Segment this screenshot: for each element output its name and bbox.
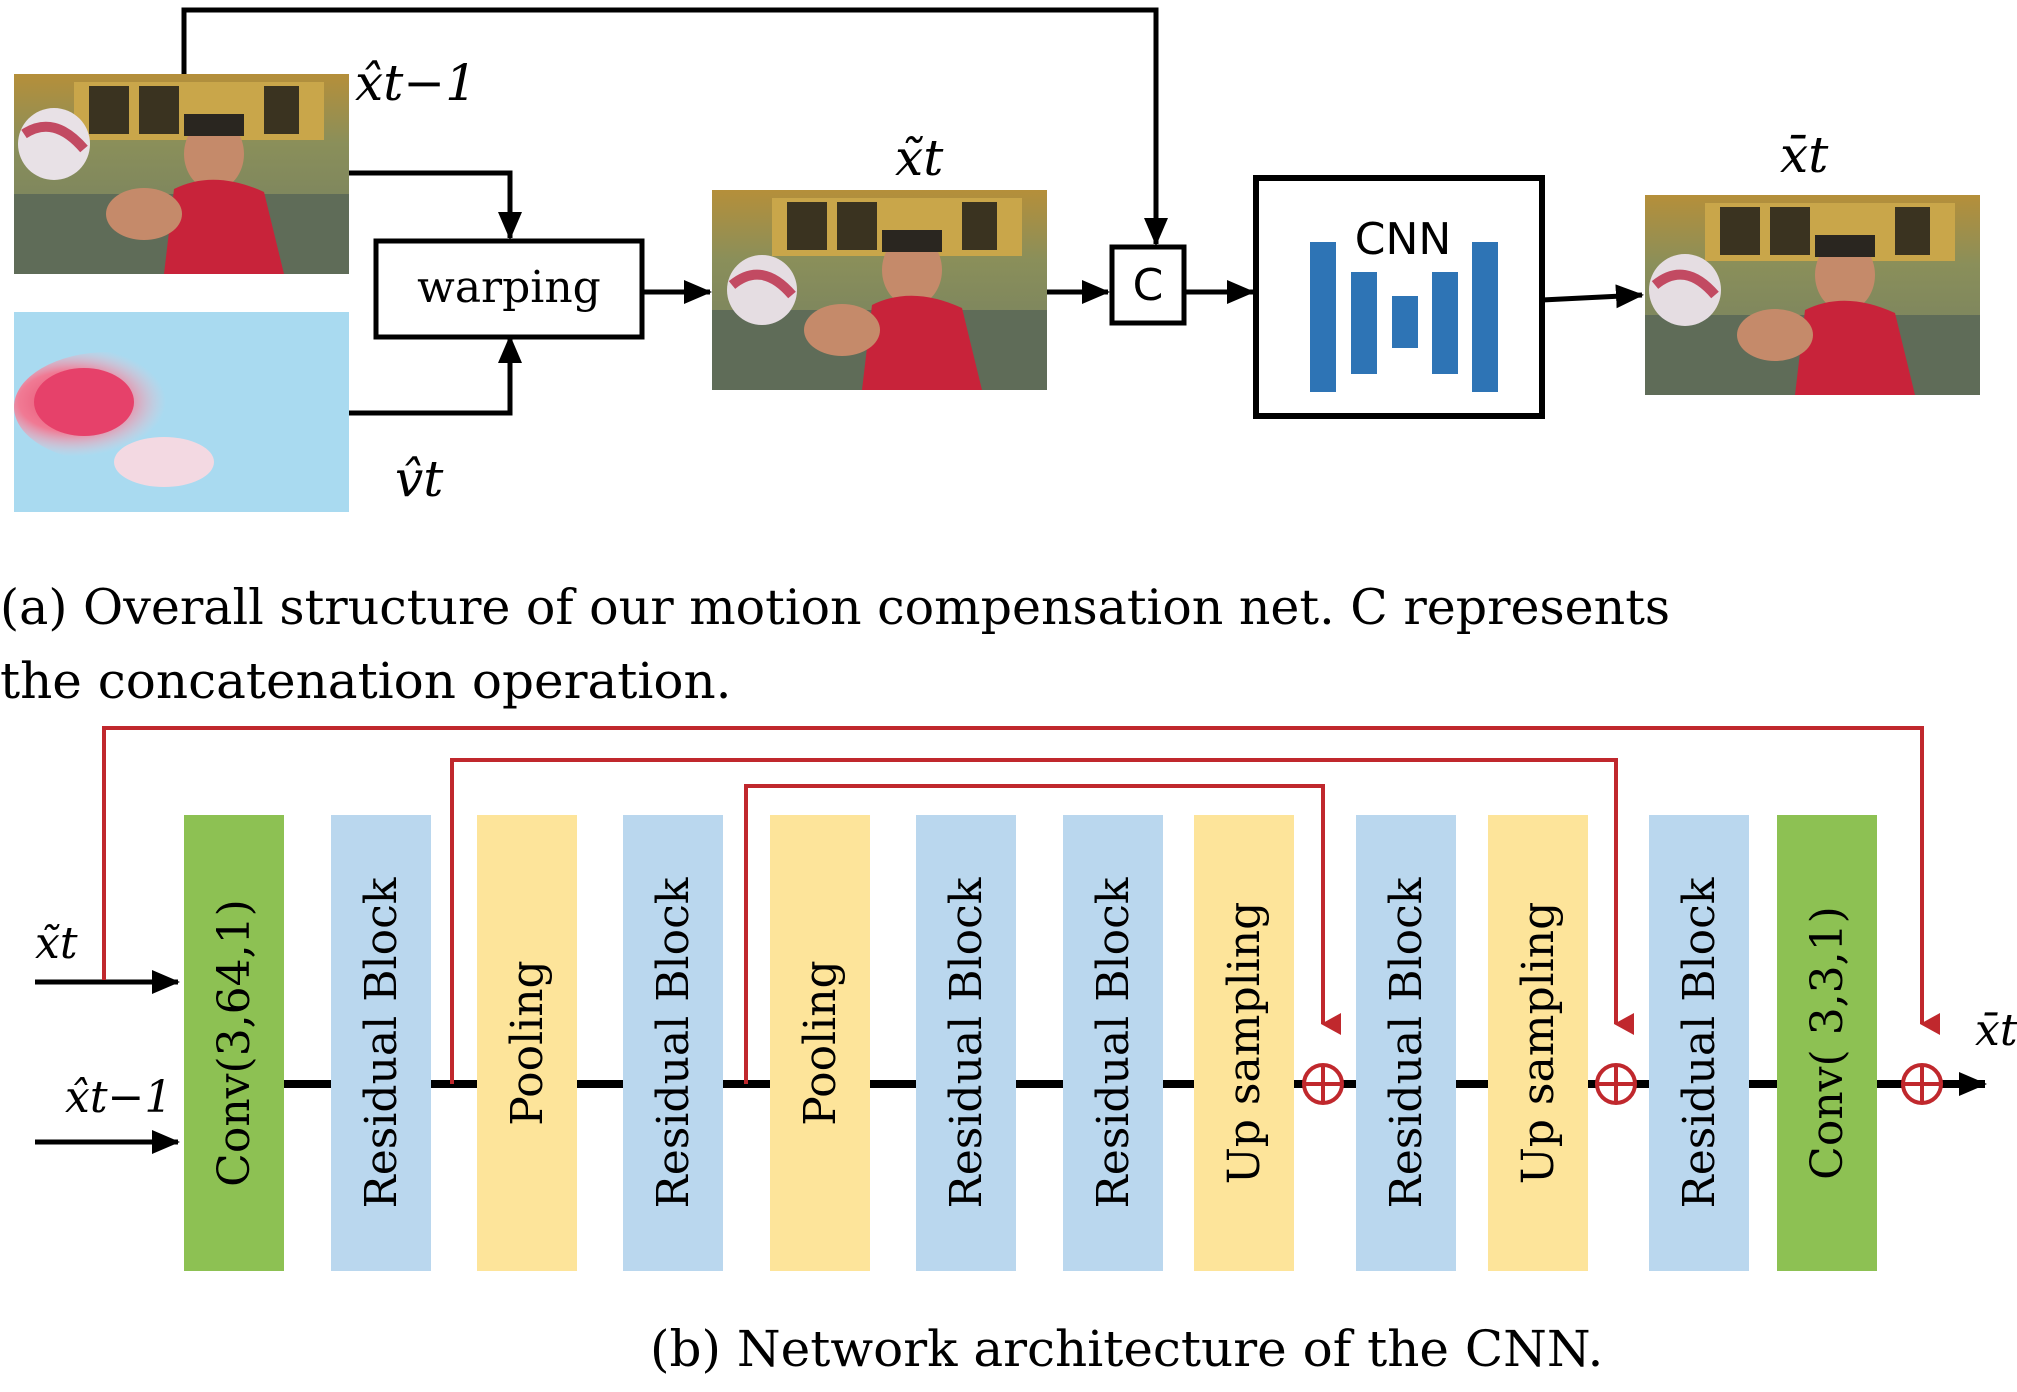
cnn-bar-5: [1472, 242, 1498, 392]
flow-map-image: [14, 312, 349, 512]
cnn-block-label: Conv(3,64,1): [209, 899, 260, 1187]
cnn-bar-4: [1432, 272, 1458, 374]
cnn-input-bottom-label: x̂t−1: [65, 1072, 172, 1123]
cnn-block-rect: [184, 815, 284, 1271]
cnn-block-10: Up sampling: [1488, 815, 1588, 1271]
prev-frame-image: [14, 74, 349, 274]
prev-frame-label: x̂t−1: [355, 54, 477, 112]
caption-b: (b) Network architecture of the CNN.: [650, 1320, 1604, 1378]
cnn-block-rect: [1063, 815, 1163, 1271]
skip-connection-outer: [102, 726, 1940, 1035]
cnn-blocks: Conv(3,64,1) Residual Block Pooling Residua…: [184, 815, 1877, 1271]
cnn-block-8: Up sampling: [1194, 815, 1294, 1271]
cnn-block-rect: [331, 815, 431, 1271]
cnn-block-label: Up sampling: [1219, 902, 1270, 1185]
cnn-to-output-arrow: [1541, 284, 1644, 309]
cnn-block-rect: [1488, 815, 1588, 1271]
cnn-block-label: Residual Block: [648, 877, 699, 1208]
cnn-block-7: Residual Block: [1063, 815, 1163, 1271]
cnn-block-label: Up sampling: [1513, 902, 1564, 1185]
cnn-block-2: Residual Block: [331, 815, 431, 1271]
cnn-block-rect: [1649, 815, 1749, 1271]
cnn-block-1: Conv(3,64,1): [184, 815, 284, 1271]
caption-a-line1: (a) Overall structure of our motion comp…: [0, 579, 1671, 636]
cnn-block-rect: [477, 815, 577, 1271]
flow-label: v̂t: [395, 450, 444, 508]
cnn-block-9: Residual Block: [1356, 815, 1456, 1271]
warping-box: [373, 238, 645, 340]
cnn-output-label: x̄t: [1975, 1005, 2017, 1056]
cnn-block-rect: [1777, 815, 1877, 1271]
cnn-block-rect: [770, 815, 870, 1271]
output-frame-image: [1645, 195, 1980, 395]
cnn-block-4: Residual Block: [623, 815, 723, 1271]
sum-node-2: [1595, 1063, 1637, 1105]
prev-to-concat-bypass: [181, 7, 1168, 246]
output-frame-label: x̄t: [1780, 126, 1829, 184]
cnn-label: CNN: [1355, 214, 1452, 265]
cnn-block-label: Pooling: [795, 960, 846, 1125]
concat-box: [1109, 244, 1187, 326]
cnn-block-label: Residual Block: [1088, 877, 1139, 1208]
cnn-block-6: Residual Block: [916, 815, 1016, 1271]
concat-label: C: [1133, 260, 1164, 311]
caption-a-line2: the concatenation operation.: [0, 652, 732, 710]
cnn-block-rect: [1194, 815, 1294, 1271]
cnn-block-11: Residual Block: [1649, 815, 1749, 1271]
cnn-block-label: Residual Block: [1674, 877, 1725, 1208]
sum-node-1: [1302, 1063, 1344, 1105]
warped-frame-image: [712, 190, 1047, 390]
cnn-bars-icon: [1310, 242, 1498, 392]
skip-connection-inner: [744, 784, 1341, 1084]
cnn-block-rect: [1356, 815, 1456, 1271]
cnn-block-5: Pooling: [770, 815, 870, 1271]
cnn-bar-3: [1392, 296, 1418, 348]
cnn-block-label: Residual Block: [941, 877, 992, 1208]
warped-frame-label: x̃t: [895, 129, 944, 187]
skip-connection-middle: [450, 758, 1634, 1084]
cnn-bar-2: [1351, 272, 1377, 374]
cnn-block-label: Pooling: [502, 960, 553, 1125]
cnn-block-12: Conv( 3,3,1): [1777, 815, 1877, 1271]
flow-to-warp-arrow: [349, 335, 522, 416]
prev-to-warp-arrow: [349, 170, 522, 240]
cnn-block-rect: [916, 815, 1016, 1271]
cnn-input-top-label: x̃t: [35, 918, 78, 969]
cnn-block-label: Conv( 3,3,1): [1802, 906, 1853, 1180]
cnn-block-3: Pooling: [477, 815, 577, 1271]
cnn-block-label: Residual Block: [1381, 877, 1432, 1208]
cnn-block-rect: [623, 815, 723, 1271]
warping-label: warping: [417, 262, 601, 313]
cnn-block-label: Residual Block: [356, 877, 407, 1208]
sum-node-3: [1901, 1063, 1943, 1105]
cnn-bar-1: [1310, 242, 1336, 392]
